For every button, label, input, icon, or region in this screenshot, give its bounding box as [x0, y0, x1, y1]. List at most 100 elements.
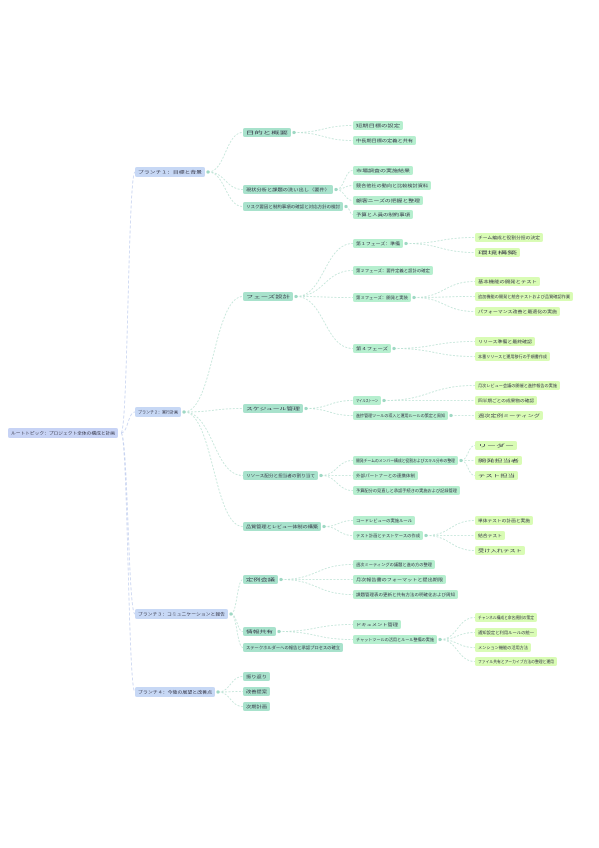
node-b3b[interactable]: 情報共有: [243, 627, 281, 636]
node-b3b1[interactable]: ドキュメント管理: [353, 620, 401, 629]
node-box-b2a4[interactable]: [353, 344, 391, 353]
node-b4c[interactable]: 次期計画: [243, 702, 270, 711]
node-b2d[interactable]: 品質管理とレビュー体制の構築: [243, 522, 326, 531]
node-b1b1[interactable]: 市場調査の実施結果: [353, 166, 413, 175]
node-b3b2b[interactable]: 通知設定と利用ルールの統一: [475, 628, 537, 637]
node-box-b1a[interactable]: [243, 128, 291, 137]
node-box-b1c1[interactable]: [353, 210, 413, 219]
node-box-b1b1[interactable]: [353, 166, 413, 175]
node-b4b[interactable]: 改善提案: [243, 687, 270, 696]
node-b2a1a[interactable]: チーム編成と役割分担の決定: [475, 233, 543, 242]
node-b3b2a[interactable]: チャンネル構成と命名規則の策定: [475, 613, 537, 622]
collapse-toggle-b3[interactable]: [229, 612, 233, 616]
collapse-toggle-b1a[interactable]: [292, 130, 296, 135]
node-b4a[interactable]: 振り返り: [243, 672, 270, 681]
collapse-toggle-b2b1[interactable]: [382, 398, 386, 403]
node-box-b2a3c[interactable]: [475, 307, 560, 316]
collapse-toggle-b3b[interactable]: [277, 629, 281, 634]
collapse-toggle-b2a1[interactable]: [404, 241, 408, 246]
node-box-b2b2[interactable]: [353, 411, 448, 420]
collapse-toggle-b2d[interactable]: [322, 524, 326, 529]
node-b2d2c[interactable]: 受け入れテスト: [475, 546, 525, 555]
node-b3a1[interactable]: 週次ミーティングの議題と進め方の整理: [353, 560, 435, 569]
node-box-b2b[interactable]: [243, 404, 303, 413]
node-box-b2c2[interactable]: [353, 471, 418, 480]
node-box-b2c1[interactable]: [353, 456, 458, 465]
node-b2a[interactable]: フェーズ設計: [243, 292, 298, 301]
node-b1[interactable]: ブランチ１：目標と背景: [135, 167, 210, 177]
node-b2a3[interactable]: 第３フェーズ：開発と実装: [353, 293, 416, 302]
node-box-b2c3[interactable]: [353, 486, 460, 495]
node-box-b3a1[interactable]: [353, 560, 435, 569]
node-b3a[interactable]: 定例会議: [243, 575, 283, 584]
node-b2b2[interactable]: 進捗管理ツールの導入と運用ルールの策定と周知: [353, 411, 453, 420]
node-root[interactable]: ルートトピック：プロジェクト全体の構成と計画: [8, 428, 118, 438]
node-b3b2d[interactable]: ファイル共有とアーカイブ方法の整理と運用: [475, 657, 557, 666]
node-b2a2[interactable]: 第２フェーズ：要件定義と設計の確定: [353, 266, 433, 275]
node-box-b2c[interactable]: [243, 471, 318, 480]
collapse-toggle-b2c1[interactable]: [459, 458, 463, 463]
node-box-b2d2a[interactable]: [475, 516, 533, 525]
node-box-b2b1a[interactable]: [475, 381, 560, 390]
node-box-b3a[interactable]: [243, 575, 278, 584]
node-b1b[interactable]: 現状分析と課題の洗い出し（要件）: [243, 185, 338, 194]
node-b2a4a[interactable]: リリース準備と最終確認: [475, 337, 535, 346]
collapse-toggle-b2c[interactable]: [319, 473, 323, 478]
node-box-b2a1b[interactable]: [475, 248, 520, 257]
node-b2c1b[interactable]: 開発担当者: [475, 456, 522, 465]
node-b1a2[interactable]: 中長期目標の定義と共有: [353, 136, 416, 145]
node-box-b3b2a[interactable]: [475, 613, 537, 622]
collapse-toggle-b2a4[interactable]: [392, 346, 396, 351]
node-box-b2b2a[interactable]: [475, 411, 543, 420]
node-b2c1c[interactable]: テスト担当: [475, 471, 518, 480]
node-box-b2a1[interactable]: [353, 239, 403, 248]
node-box-b1b3[interactable]: [353, 196, 423, 205]
node-box-b2d2b[interactable]: [475, 531, 505, 540]
node-box-b4b[interactable]: [243, 687, 270, 696]
node-box-b2a3b[interactable]: [475, 292, 573, 301]
node-box-b3b1[interactable]: [353, 620, 401, 629]
node-box-b3b[interactable]: [243, 627, 276, 636]
node-b2a4[interactable]: 第４フェーズ: [353, 344, 396, 353]
collapse-toggle-b4[interactable]: [216, 690, 220, 694]
node-b2b1[interactable]: マイルストーン: [353, 396, 386, 405]
node-box-b2b1[interactable]: [353, 396, 381, 405]
node-b2d2a[interactable]: 単体テストの計画と実施: [475, 516, 533, 525]
node-box-b1b2[interactable]: [353, 181, 431, 190]
node-box-b3b2[interactable]: [353, 635, 437, 644]
node-box-b2c1b[interactable]: [475, 456, 522, 465]
node-b2d1[interactable]: コードレビューの実施ルール: [353, 516, 415, 525]
node-box-b3b2c[interactable]: [475, 643, 531, 652]
node-b2c2[interactable]: 外部パートナーとの連携体制: [353, 471, 418, 480]
node-box-b3b2b[interactable]: [475, 628, 537, 637]
node-b2b1b[interactable]: 四半期ごとの成果物の確認: [475, 396, 537, 405]
collapse-toggle-b2b[interactable]: [304, 406, 308, 411]
node-b3c[interactable]: ステークホルダーへの報告と承認プロセスの確立: [243, 643, 343, 652]
collapse-toggle-b2[interactable]: [182, 410, 186, 414]
node-b3b2[interactable]: チャットツールの活用とルール整備の実施: [353, 635, 442, 644]
node-box-b3a3[interactable]: [353, 590, 458, 599]
node-b1a[interactable]: 目的と概要: [243, 128, 296, 137]
collapse-toggle-b3a[interactable]: [279, 577, 283, 582]
collapse-toggle-b2a3[interactable]: [412, 295, 416, 300]
node-b3[interactable]: ブランチ３：コミュニケーションと報告: [135, 609, 233, 619]
node-box-b2a2[interactable]: [353, 266, 433, 275]
node-box-b2b1b[interactable]: [475, 396, 537, 405]
collapse-toggle-b2d2[interactable]: [424, 533, 428, 538]
node-box-b2c1a[interactable]: [475, 441, 517, 450]
node-b2b[interactable]: スケジュール管理: [243, 404, 308, 413]
node-box-b2a3a[interactable]: [475, 277, 540, 286]
node-box-b2a4a[interactable]: [475, 337, 535, 346]
node-b1a1[interactable]: 短期目標の設定: [353, 121, 403, 130]
node-box-b3[interactable]: [135, 609, 228, 619]
node-b2a3b[interactable]: 追加機能の開発と統合テストおよび品質確認作業: [475, 292, 573, 301]
node-b3b2c[interactable]: メンション機能の活用方法: [475, 643, 531, 652]
collapse-toggle-b2a[interactable]: [294, 294, 298, 299]
node-b1c1[interactable]: 予算と人員の制約事項: [353, 210, 413, 219]
node-b2[interactable]: ブランチ２：実行計画: [135, 407, 186, 417]
node-b3a2[interactable]: 月次報告書のフォーマットと提出期限: [353, 575, 446, 584]
node-box-b2a1a[interactable]: [475, 233, 543, 242]
node-box-b4a[interactable]: [243, 672, 270, 681]
node-b2a3c[interactable]: パフォーマンス改善と最適化の実施: [475, 307, 560, 316]
collapse-toggle-b3b2[interactable]: [438, 637, 442, 642]
